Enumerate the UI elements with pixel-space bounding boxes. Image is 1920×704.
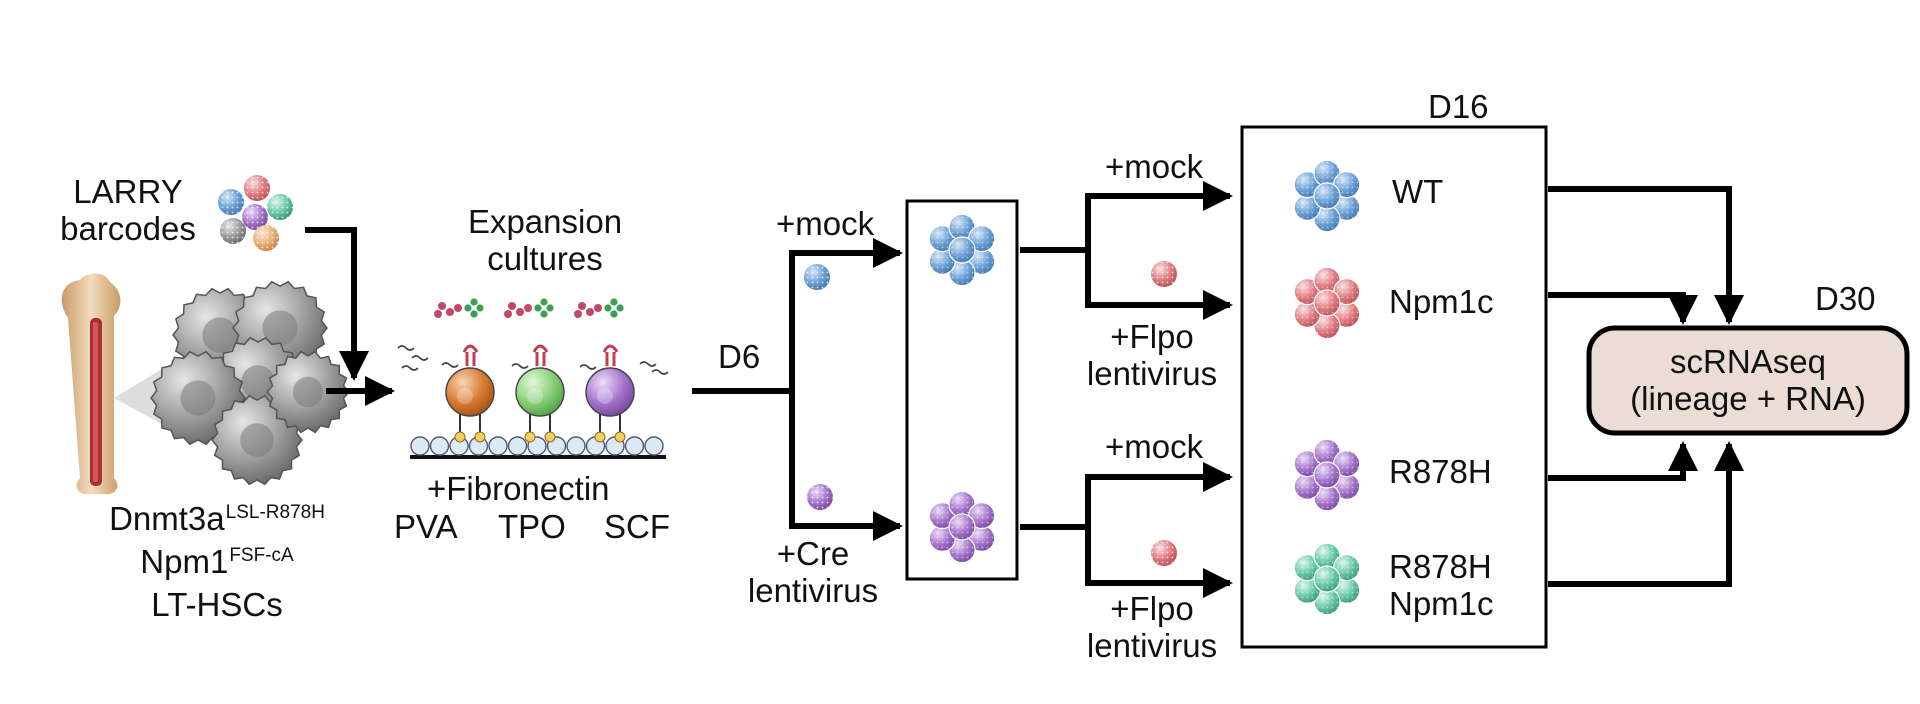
- fibronectin-label: +Fibronectin: [427, 470, 610, 507]
- mock-label-d6: +mock: [776, 205, 875, 242]
- scrnaseq-label: scRNAseq(lineage + RNA): [1630, 343, 1866, 417]
- genotype-npm1c: Npm1c: [1389, 283, 1494, 320]
- larry-barcode-icon: [218, 175, 293, 251]
- factor-scf: SCF: [604, 508, 670, 545]
- d6-sort-box: [905, 199, 1019, 581]
- purple-cell-cluster: [928, 490, 996, 564]
- d16-box: [1240, 125, 1548, 649]
- factor-tpo: TPO: [498, 508, 566, 545]
- cell-cluster-icons: [928, 159, 1361, 616]
- receptor-cell-icon: [434, 298, 495, 443]
- mouse-genotype-label: Dnmt3aLSL-R878H Npm1FSF-cA LT-HSCs: [109, 500, 325, 623]
- r878h-npm1c-cluster: [1293, 542, 1361, 616]
- virus-particle-icon: [804, 261, 1177, 566]
- branch-lines: [692, 181, 1744, 598]
- genotype-r878h: R878H: [1389, 453, 1492, 490]
- genotype-wt: WT: [1392, 173, 1444, 210]
- mock-label-upper: +mock: [1105, 148, 1204, 185]
- blue-cell-cluster: [928, 213, 996, 287]
- wt-cluster: [1293, 159, 1361, 233]
- timepoint-d30: D30: [1815, 280, 1876, 317]
- receptor-cell-icon: [574, 298, 635, 443]
- hsc-cluster-icon: [150, 280, 350, 486]
- bone-icon: [61, 273, 121, 494]
- factor-pva: PVA: [394, 508, 458, 545]
- scrnaseq-box: [1586, 325, 1910, 436]
- timepoint-d16: D16: [1428, 88, 1489, 125]
- receptor-cell-icon: [504, 298, 565, 443]
- timepoint-d6: D6: [718, 338, 761, 375]
- r878h-cluster: [1293, 438, 1361, 512]
- npm1c-cluster: [1293, 266, 1361, 340]
- barcode-arrow: [305, 227, 369, 381]
- mock-label-lower: +mock: [1105, 428, 1204, 465]
- culture-illustration: [397, 298, 669, 459]
